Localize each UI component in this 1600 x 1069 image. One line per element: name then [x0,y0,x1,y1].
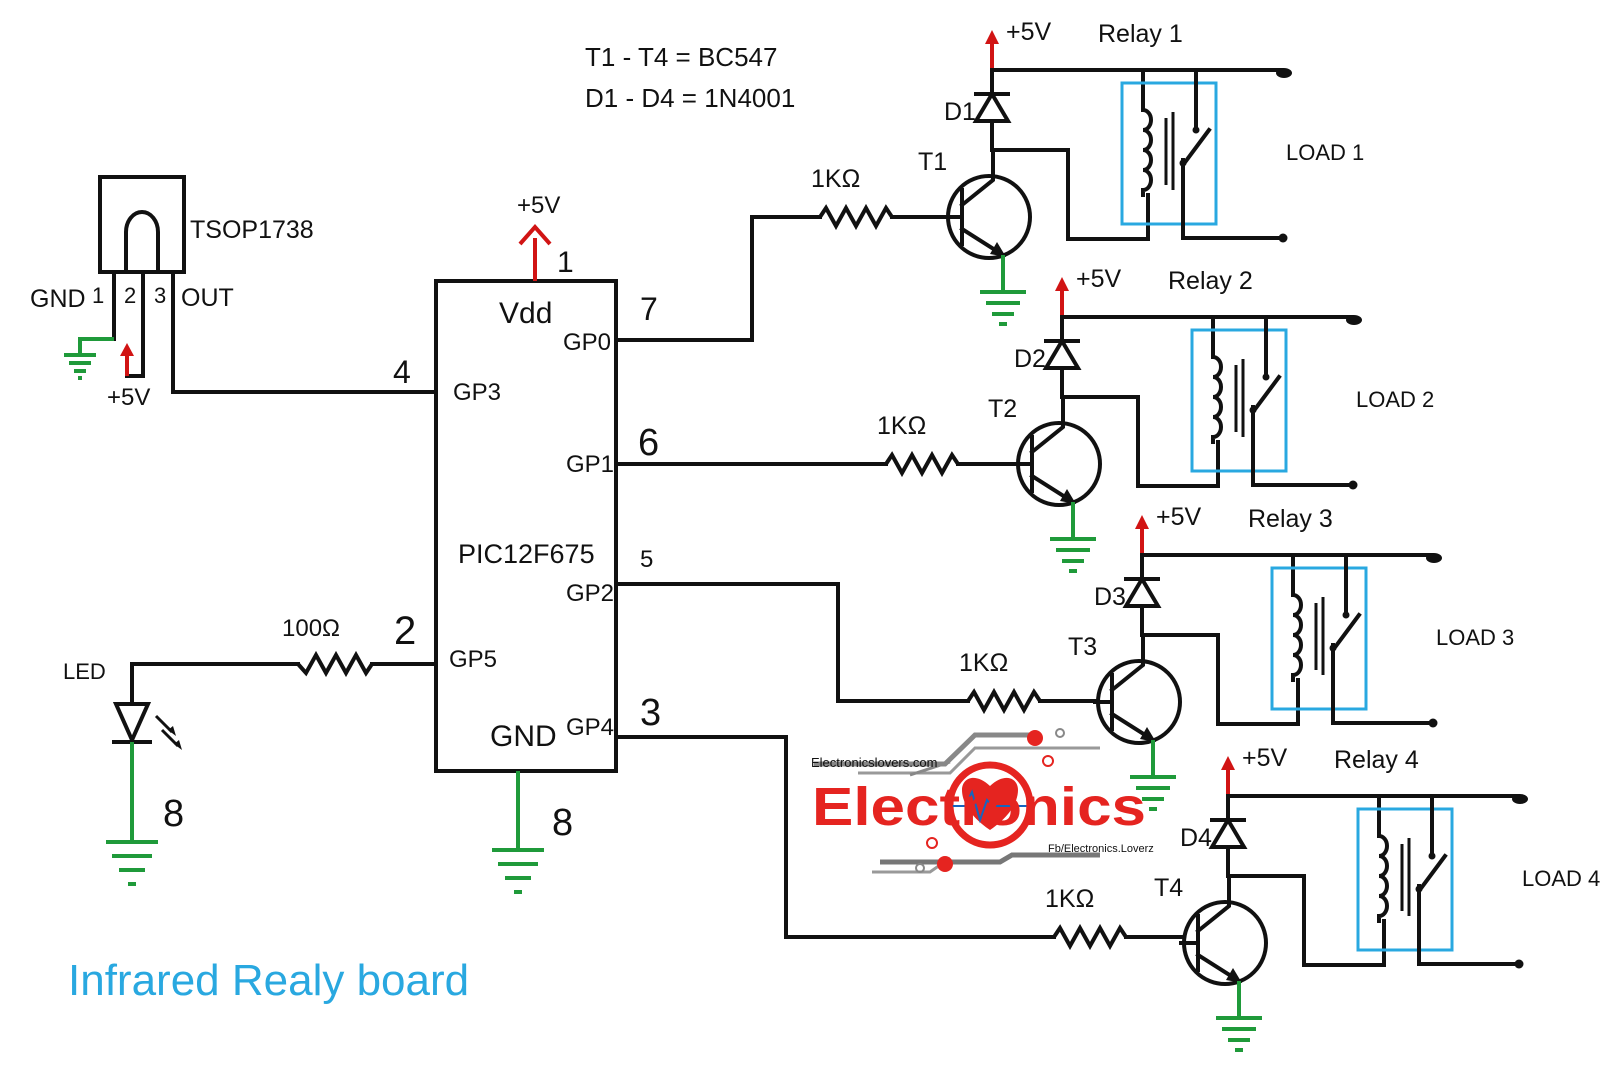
gp0-wire [614,215,822,342]
mcu-gnd-label: GND [490,720,557,753]
relay-coil [1291,583,1303,682]
sensor-pin1: 1 [92,283,104,308]
led-resistor-label: 100Ω [282,615,340,642]
relay-coil [1377,824,1389,923]
load-label: LOAD 2 [1356,387,1434,412]
mcu-vdd-label: Vdd [499,297,552,330]
board-title: Infrared Realy board [68,956,469,1005]
load-label: LOAD 1 [1286,140,1364,165]
mcu-chip: PIC12F675 Vdd GND +5V 1 8 GP0 GP1 GP2 GP… [393,192,661,894]
sensor-out-label: OUT [181,284,234,312]
diode-label: D3 [1094,583,1126,611]
pin-label-gp4: GP4 [566,714,614,741]
diode-label: D4 [1180,824,1212,852]
logo-url: Electronicslovers.com [811,755,937,770]
diode-label: D1 [944,98,976,126]
relay-label: Relay 2 [1168,267,1253,295]
pin-num-2: 2 [394,609,416,653]
relay-label: Relay 4 [1334,746,1419,774]
relay-box [1190,328,1288,473]
relay-box [1356,807,1454,952]
load-label: LOAD 4 [1522,866,1600,891]
pin-label-gp3: GP3 [453,379,501,406]
resistor-label: 1KΩ [1045,885,1094,913]
pin-label-gp5: GP5 [449,646,497,673]
logo-fb: Fb/Electronics.Loverz [1048,843,1154,855]
led-pin: 8 [163,793,184,835]
diode-label: D2 [1014,345,1046,373]
flyback-diode [1208,816,1248,849]
transistor-label: T3 [1068,633,1097,661]
base-resistor [966,687,1042,715]
resistor-label: 1KΩ [959,649,1008,677]
relay-coil [1141,98,1153,197]
transistor-note: T1 - T4 = BC547 [585,42,777,72]
relay-box [1120,81,1218,226]
transistor-label: T2 [988,395,1017,423]
pin-label-gp2: GP2 [566,580,614,607]
transistor-label: T4 [1154,874,1183,902]
relay-coil [1211,345,1223,444]
gp2-wire [614,582,970,703]
base-resistor [884,450,960,478]
sensor-vcc-label: +5V [107,384,150,411]
led-branch: 100Ω LED 8 [63,615,438,886]
sensor-name: TSOP1738 [190,216,314,244]
relay-box [1270,566,1368,711]
vcc-label: +5V [1076,265,1122,293]
resistor-label: 1KΩ [811,165,860,193]
ir-sensor: TSOP1738 GND 1 2 3 OUT +5V [30,175,438,411]
sensor-gnd-label: GND [30,285,86,313]
flyback-diode [1122,575,1162,608]
vcc-label: +5V [1242,744,1288,772]
base-resistor [818,203,894,231]
load-label: LOAD 3 [1436,625,1514,650]
pin-num-4: 4 [393,354,411,390]
mcu-vcc-label: +5V [517,192,560,219]
relay-label: Relay 3 [1248,505,1333,533]
mcu-name: PIC12F675 [458,539,595,569]
pin-num-3: 3 [640,692,661,734]
pin-label-gp0: GP0 [563,329,611,356]
logo-brand: Electronics [812,777,1146,837]
resistor-label: 1KΩ [877,412,926,440]
transistor-label: T1 [918,148,947,176]
pin-num-7: 7 [640,291,658,327]
relay-label: Relay 1 [1098,20,1183,48]
flyback-diode [972,90,1012,123]
pin-num-5: 5 [640,546,653,573]
mcu-pin-vdd: 1 [557,246,574,279]
led-label: LED [63,659,106,684]
flyback-diode [1042,337,1082,370]
vcc-label: +5V [1156,503,1202,531]
base-resistor [1052,923,1128,951]
pin-num-6: 6 [638,422,659,464]
pin-label-gp1: GP1 [566,451,614,478]
mcu-pin-gnd: 8 [552,802,573,844]
gp4-wire [614,735,1056,939]
vcc-label: +5V [1006,18,1052,46]
sensor-pin2: 2 [124,283,136,308]
diode-note: D1 - D4 = 1N4001 [585,83,795,113]
electronics-logo: Electronicslovers.com Electronics Fb/Ele… [811,728,1154,874]
sensor-pin3: 3 [154,283,166,308]
